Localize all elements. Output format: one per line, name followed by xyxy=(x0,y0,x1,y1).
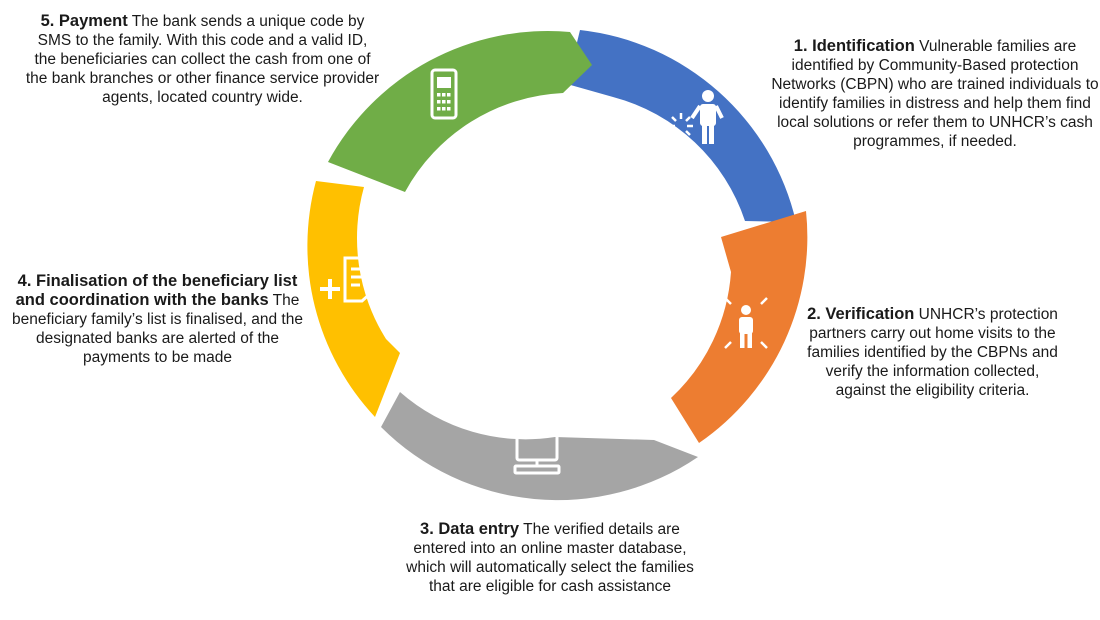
step-identification-description: 1. Identification Vulnerable families ar… xyxy=(770,37,1100,151)
segment-finalisation xyxy=(307,181,400,417)
step-payment-title: 5. Payment xyxy=(40,12,128,30)
step-identification-text: Vulnerable families are identified by Co… xyxy=(771,38,1099,150)
step-verification-description: 2. Verification UNHCR’s protection partn… xyxy=(800,305,1065,400)
segment-data-entry xyxy=(381,392,698,501)
add-document-icon xyxy=(320,256,374,303)
step-finalisation-title: 4. Finalisation of the beneficiary list … xyxy=(15,272,298,309)
step-data-entry-title: 3. Data entry xyxy=(420,520,520,538)
computer-icon xyxy=(513,433,561,475)
step-payment-description: 5. Payment The bank sends a unique code … xyxy=(25,12,380,107)
step-payment-text: The bank sends a unique code by SMS to t… xyxy=(25,13,380,106)
mobile-phone-icon xyxy=(430,68,458,120)
step-finalisation-text: The beneficiary family’s list is finalis… xyxy=(12,292,303,366)
step-verification-text: UNHCR’s protection partners carry out ho… xyxy=(807,306,1058,399)
step-data-entry-description: 3. Data entry The verified details are e… xyxy=(400,520,700,596)
step-identification-title: 1. Identification xyxy=(793,37,915,55)
person-radiating-icon xyxy=(669,90,724,144)
step-verification-title: 2. Verification xyxy=(807,305,915,323)
step-data-entry-text: The verified details are entered into an… xyxy=(406,521,694,595)
segment-payment xyxy=(328,31,592,192)
step-finalisation-description: 4. Finalisation of the beneficiary list … xyxy=(5,272,310,367)
segment-identification xyxy=(567,30,796,222)
person-check-icon xyxy=(724,297,768,349)
